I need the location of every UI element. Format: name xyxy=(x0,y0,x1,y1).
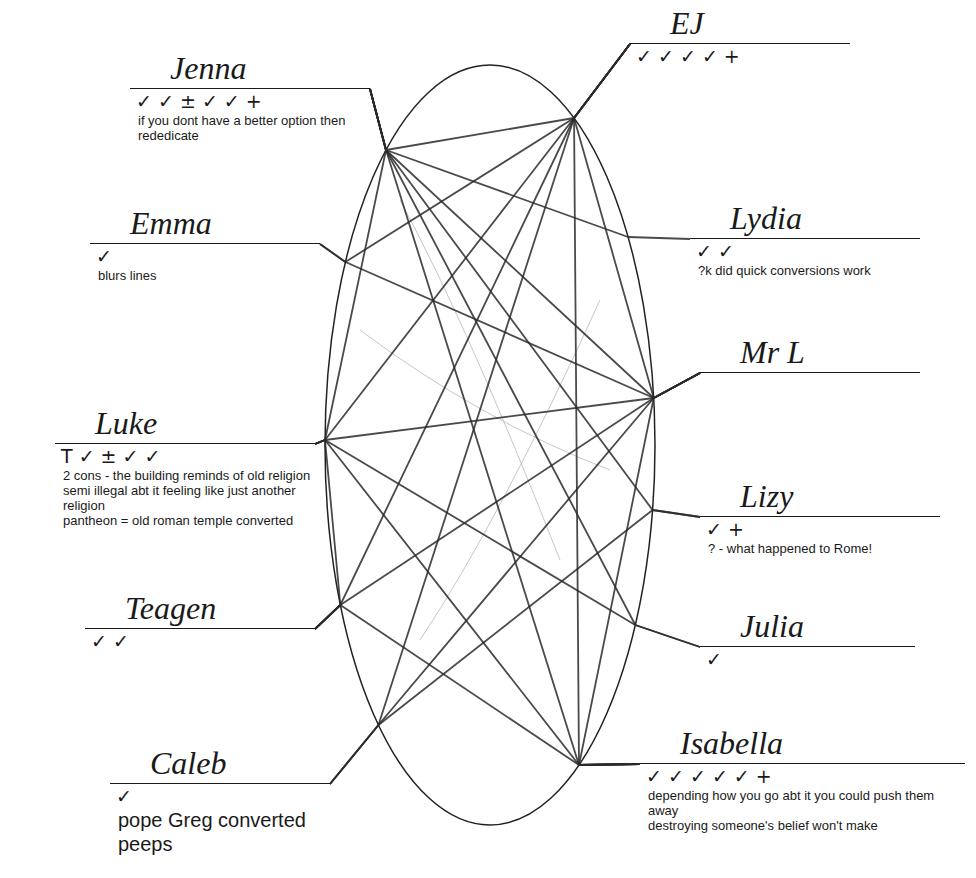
participation-marks: ✓ xyxy=(110,784,330,808)
exchange-line xyxy=(315,440,640,765)
discussion-note: pope Greg converted peeps xyxy=(110,808,330,856)
discussion-note: semi illegal abt it feeling like just an… xyxy=(55,483,315,513)
speaker-entry: Jenna✓ ✓ ± ✓ ✓ +if you dont have a bette… xyxy=(130,50,370,143)
discussion-note: blurs lines xyxy=(90,268,320,283)
speaker-entry: Teagen✓ ✓ xyxy=(85,590,315,653)
exchange-line xyxy=(320,44,630,262)
participation-marks: ✓ ✓ xyxy=(690,239,920,263)
speaker-entry: Mr L xyxy=(700,334,920,373)
discussion-note: pantheon = old roman temple converted xyxy=(55,513,315,528)
discussion-note: depending how you go abt it you could pu… xyxy=(640,788,965,818)
speaker-entry: EJ✓ ✓ ✓ ✓ + xyxy=(630,5,850,68)
speaker-entry: Julia✓ xyxy=(700,608,915,671)
speaker-name: Julia xyxy=(700,608,915,647)
exchange-line xyxy=(315,44,630,629)
speaker-entry: Lydia✓ ✓?k did quick conversions work xyxy=(690,200,920,278)
discussion-note: if you dont have a better option then re… xyxy=(130,113,370,143)
speaker-name: Mr L xyxy=(700,334,920,373)
exchange-line xyxy=(330,44,630,784)
speaker-entry: LukeT ✓ ± ✓ ✓2 cons - the building remin… xyxy=(55,405,315,528)
exchange-line xyxy=(330,510,700,784)
exchange-line xyxy=(320,244,700,398)
exchange-line xyxy=(315,373,700,444)
exchange-line xyxy=(370,89,700,647)
speaker-entry: Lizy✓ +? - what happened to Rome! xyxy=(700,478,940,556)
participation-marks: ✓ ✓ ✓ ✓ ✓ + xyxy=(640,764,965,788)
speaker-name: Isabella xyxy=(640,725,965,764)
speaker-name: Lydia xyxy=(690,200,920,239)
exchange-line xyxy=(315,44,630,444)
discussion-note: ?k did quick conversions work xyxy=(690,263,920,278)
speaker-name: Caleb xyxy=(110,745,330,784)
participation-marks: ✓ xyxy=(90,244,320,268)
participation-marks: ✓ ✓ xyxy=(85,629,315,653)
speaker-name: EJ xyxy=(630,5,850,44)
speaker-name: Luke xyxy=(55,405,315,444)
participation-marks: ✓ ✓ ± ✓ ✓ + xyxy=(130,89,370,113)
exchange-line xyxy=(370,89,700,517)
exchange-line xyxy=(574,44,700,398)
participation-marks: ✓ + xyxy=(700,517,940,541)
speaker-name: Jenna xyxy=(130,50,370,89)
exchange-line xyxy=(579,373,700,765)
speaker-name: Emma xyxy=(90,205,320,244)
discussion-note: ? - what happened to Rome! xyxy=(700,541,940,556)
speaker-entry: Isabella✓ ✓ ✓ ✓ ✓ +depending how you go … xyxy=(640,725,965,833)
exchange-line xyxy=(315,440,700,647)
participation-marks: ✓ xyxy=(700,647,915,671)
speaker-name: Teagen xyxy=(85,590,315,629)
speaker-entry: Caleb✓pope Greg converted peeps xyxy=(110,745,330,856)
discussion-note: destroying someone's belief won't make xyxy=(640,818,965,833)
speaker-entry: Emma✓blurs lines xyxy=(90,205,320,283)
speaker-name: Lizy xyxy=(700,478,940,517)
exchange-line xyxy=(315,89,386,444)
exchange-line xyxy=(315,605,640,765)
participation-marks: ✓ ✓ ✓ ✓ + xyxy=(630,44,850,68)
discussion-note: 2 cons - the building reminds of old rel… xyxy=(55,468,315,483)
exchange-line xyxy=(315,440,340,629)
participation-marks: T ✓ ± ✓ ✓ xyxy=(55,444,315,468)
